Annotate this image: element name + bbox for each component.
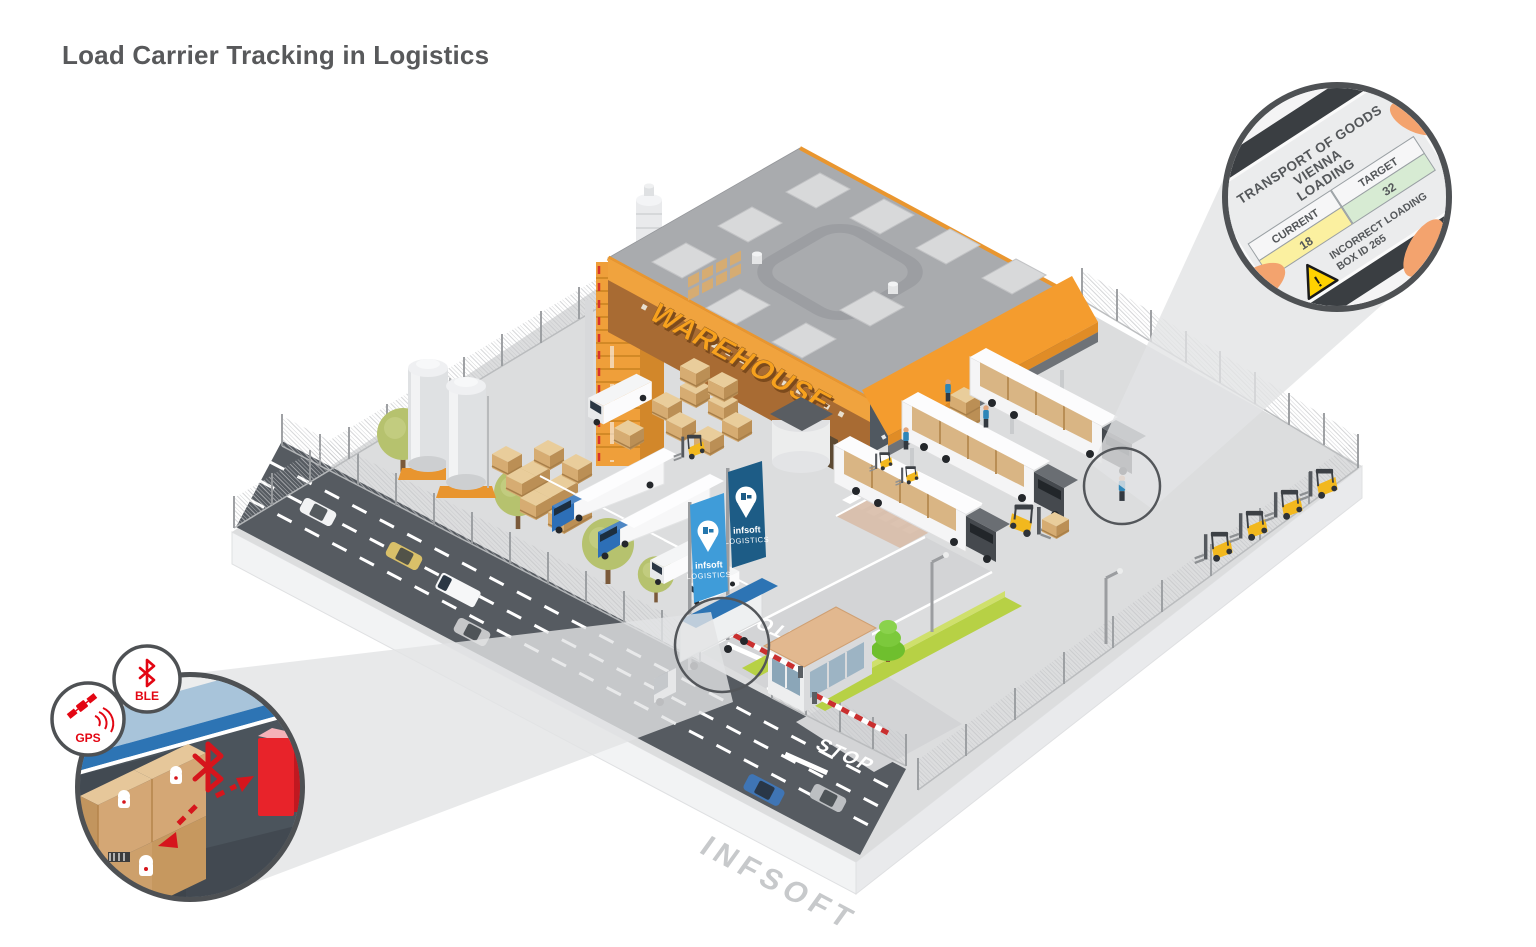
ble-badge: BLE: [112, 644, 182, 714]
flag-product: LOGISTICS: [686, 570, 731, 581]
flag-brand: infsoft: [695, 559, 723, 570]
company-flags: infsoft LOGISTICS infsoft LOGISTICS: [686, 461, 769, 670]
storage-silos: [398, 359, 496, 498]
gps-badge-label: GPS: [75, 731, 100, 745]
dock-worker: [945, 379, 951, 402]
roof-vents: [752, 251, 898, 294]
ble-badge-label: BLE: [135, 689, 159, 703]
warehouse-building: WAREHOUSE WAREHOUSE: [585, 146, 1098, 486]
dock-worker: [983, 405, 989, 428]
page-title: Load Carrier Tracking in Logistics: [62, 40, 490, 70]
gps-satellite-icon: [66, 693, 115, 733]
bluetooth-icon: [138, 658, 156, 688]
gate-house: [762, 606, 878, 712]
flag-brand: infsoft: [733, 524, 761, 535]
flag-light: infsoft LOGISTICS: [686, 493, 731, 603]
location-pin-icon: [735, 486, 757, 518]
gps-badge: GPS: [50, 681, 126, 757]
magnifier-beam-left: [163, 612, 733, 897]
warning-triangle-icon: !: [1306, 263, 1339, 300]
flag-dark: infsoft LOGISTICS: [724, 461, 769, 568]
highlight-circle-worker: [1082, 446, 1162, 526]
location-pin-icon: [697, 520, 719, 552]
street-lamp: [1104, 568, 1123, 644]
road-cars: [299, 497, 847, 813]
dock-worker: [903, 427, 909, 450]
highlight-circle-truck: [673, 596, 771, 694]
street-lamp: [930, 552, 949, 632]
conifer-tree: [871, 620, 905, 662]
roof-skylights: [650, 172, 1048, 359]
flag-product: LOGISTICS: [724, 535, 769, 546]
bluetooth-signal-icon: [192, 741, 224, 793]
trailer-callout: GPS BLE: [50, 644, 305, 902]
round-tank: [770, 397, 833, 473]
